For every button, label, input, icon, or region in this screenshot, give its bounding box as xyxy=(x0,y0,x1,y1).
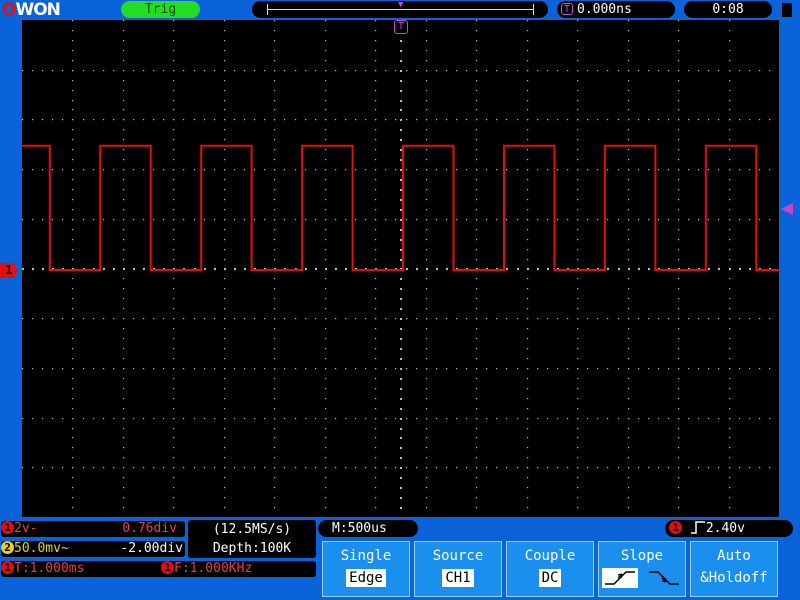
menu-button-couple[interactable]: Couple DC xyxy=(506,541,594,597)
menu-button-holdoff[interactable]: Auto &Holdoff xyxy=(690,541,778,597)
ch2-badge: 2 xyxy=(1,541,14,554)
timebase-readout[interactable]: M:500us xyxy=(318,520,418,537)
ch1-badge: 1 xyxy=(1,521,14,534)
trigger-time-position: 0.000ns xyxy=(577,2,632,17)
corner-indicator xyxy=(782,3,792,17)
trigger-level-value: 2.40v xyxy=(705,521,745,536)
period-value: T:1.000ms xyxy=(14,561,85,576)
frequency-value: F:1.000KHz xyxy=(174,561,253,576)
falling-slope-icon xyxy=(646,568,682,588)
memory-left-bracket xyxy=(267,4,268,15)
trigger-t-icon: T xyxy=(561,3,573,15)
acquisition-info: (12.5MS/s) Depth:100K xyxy=(188,520,316,558)
memory-depth: Depth:100K xyxy=(212,541,292,556)
trigger-position-readout[interactable]: T 0.000ns xyxy=(557,1,675,18)
menu-title-couple: Couple xyxy=(524,548,576,564)
menu-value-source: CH1 xyxy=(442,569,474,587)
menu-button-source[interactable]: Source CH1 xyxy=(414,541,502,597)
trigger-level-readout[interactable]: 1 2.40v xyxy=(665,520,793,537)
scope-screen[interactable] xyxy=(22,20,779,517)
sample-rate: (12.5MS/s) xyxy=(212,522,292,537)
ch1-scale: 2v- xyxy=(14,521,38,536)
rising-edge-icon xyxy=(690,521,705,534)
memory-position-bar[interactable]: ▼ xyxy=(252,1,548,18)
memory-track xyxy=(267,9,533,10)
trigger-status-badge: Trig xyxy=(121,1,200,18)
ch1-offset: 0.76div xyxy=(122,521,177,536)
ch2-scale: 50.0mv~ xyxy=(14,541,69,556)
menu-title-source: Source xyxy=(432,548,484,564)
ch1-ground-marker[interactable]: 1 xyxy=(0,263,18,278)
memory-trigger-pointer-icon: ▼ xyxy=(398,0,404,10)
menu-title-auto: Auto xyxy=(717,548,751,564)
menu-title-holdoff: &Holdoff xyxy=(700,570,768,586)
graticule xyxy=(22,20,771,509)
clock-display: 0:08 xyxy=(684,1,772,18)
ch1-waveform-trace xyxy=(22,144,779,271)
menu-title-slope: Slope xyxy=(620,548,664,564)
menu-button-slope[interactable]: Slope xyxy=(598,541,686,597)
menu-title-single: Single xyxy=(340,548,392,564)
freq-badge: 1 xyxy=(161,561,174,574)
menu-value-edge: Edge xyxy=(346,569,386,587)
waveform-display xyxy=(22,20,779,509)
menu-value-couple: DC xyxy=(538,569,562,587)
period-badge: 1 xyxy=(1,561,14,574)
rising-slope-icon xyxy=(601,568,638,588)
menu-button-single[interactable]: Single Edge xyxy=(322,541,410,597)
memory-right-bracket xyxy=(533,4,534,15)
ch2-offset: -2.00div xyxy=(120,541,183,556)
trigger-source-badge: 1 xyxy=(669,521,682,534)
trigger-level-arrow-icon[interactable] xyxy=(781,203,793,215)
top-status-bar: OWON Trig ▼ T 0.000ns 0:08 xyxy=(0,0,800,20)
owon-logo: OWON xyxy=(2,0,61,20)
trigger-time-marker-icon[interactable]: T xyxy=(394,20,408,34)
